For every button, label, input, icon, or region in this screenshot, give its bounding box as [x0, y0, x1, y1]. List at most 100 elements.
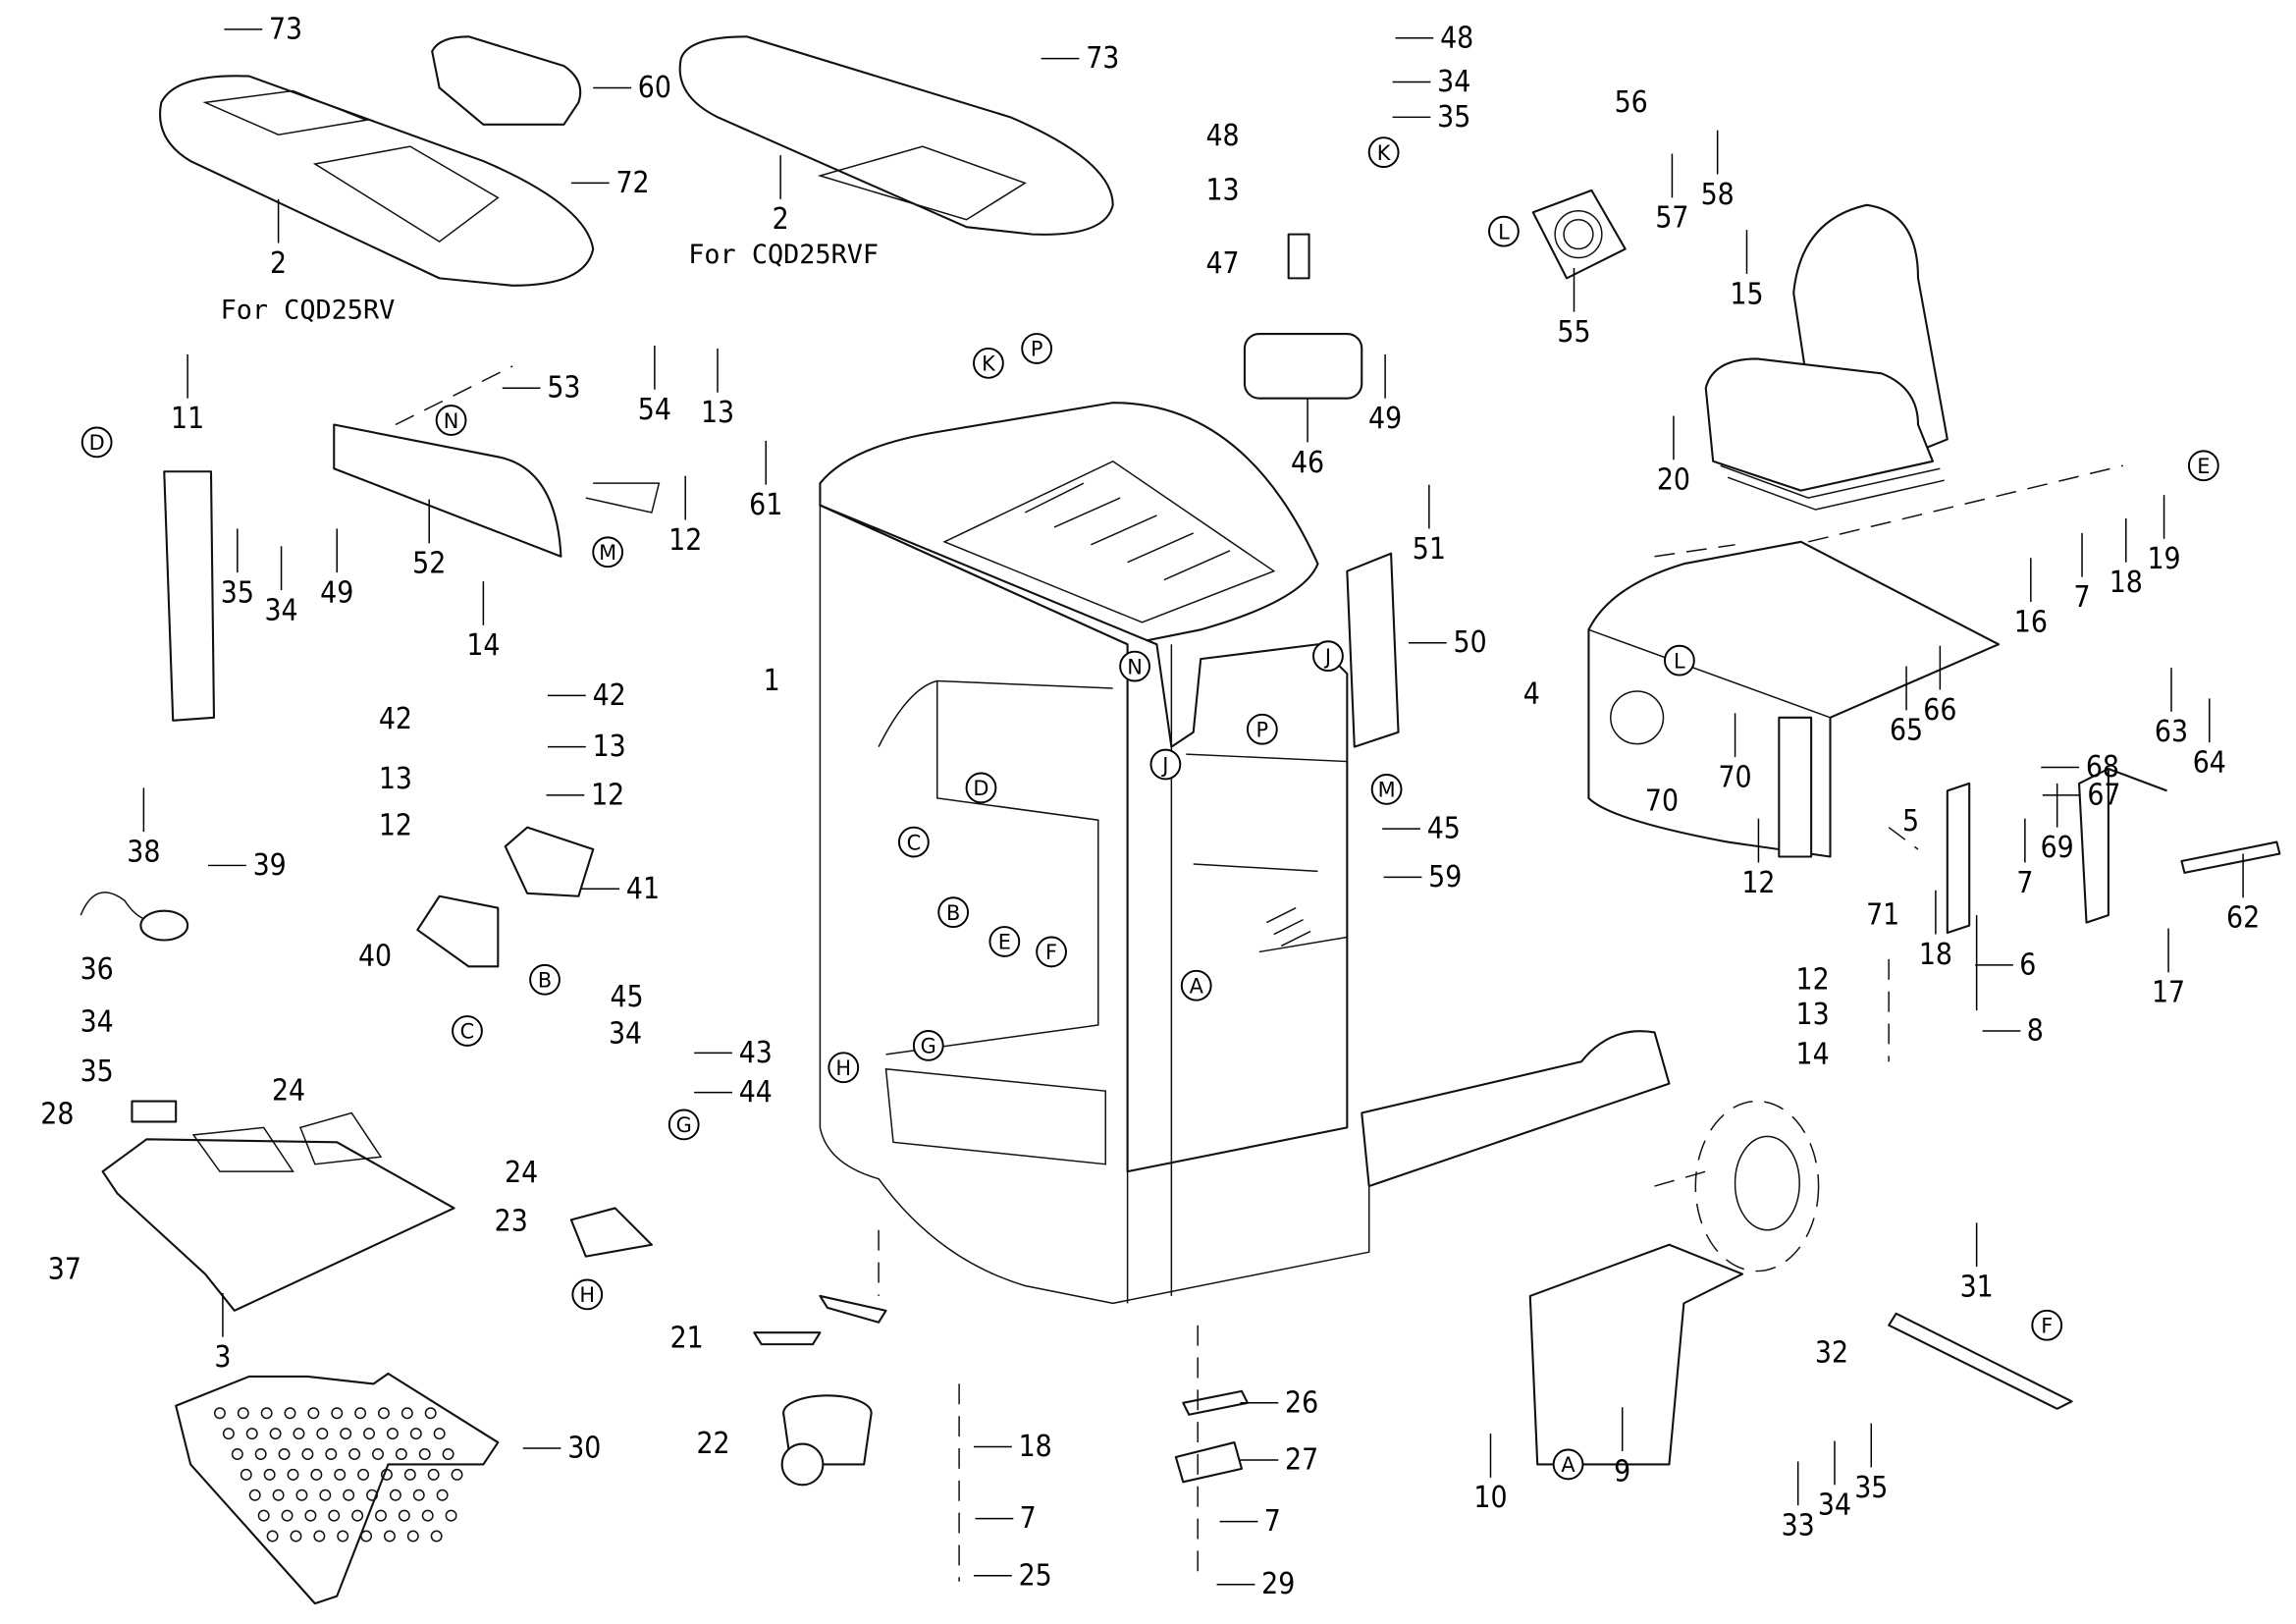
marker-circle: [937, 896, 970, 929]
part-number-label: 68: [2086, 750, 2119, 785]
marker-letter: N: [1127, 655, 1143, 678]
marker-circle: [1552, 1448, 1584, 1481]
part-number-label: 2: [270, 246, 287, 281]
mat-hole: [295, 1489, 308, 1501]
lower-cover: [1528, 1243, 1744, 1466]
marker-circle: [1312, 640, 1344, 673]
marker-circle: [1149, 748, 1182, 781]
part-number-label: 21: [670, 1322, 704, 1356]
mat-hole: [231, 1448, 243, 1460]
marker-letter: N: [444, 409, 459, 433]
marker-letter: B: [538, 969, 552, 993]
marker-letter: K: [982, 352, 996, 376]
marker-circle: [828, 1052, 860, 1084]
part-number-label: 24: [505, 1156, 538, 1190]
mat-hole: [380, 1468, 393, 1481]
mat-hole: [354, 1407, 367, 1420]
part-number-label: 37: [48, 1253, 81, 1287]
hinge-bracket: [1946, 782, 1971, 935]
part-number-label: 29: [1261, 1567, 1295, 1601]
part-number-label: 48: [1440, 21, 1473, 55]
reference-letter-marker: K: [973, 347, 1004, 379]
marker-circle: [1367, 136, 1400, 168]
switch-cable: [80, 892, 154, 921]
part-number-label: 55: [1557, 315, 1590, 350]
part-number-label: 14: [466, 628, 500, 663]
mat-hole: [213, 1407, 226, 1420]
reference-letter-marker: H: [571, 1278, 604, 1311]
marker-circle: [1488, 215, 1520, 247]
marker-letter: C: [460, 1020, 475, 1044]
reference-letter-marker: E: [988, 926, 1021, 957]
mat-hole: [222, 1428, 235, 1440]
marker-circle: [80, 426, 113, 459]
reference-letter-marker: E: [2187, 450, 2219, 482]
reference-letter-marker: P: [1246, 713, 1278, 745]
model-caption: For CQD25RVF: [688, 240, 879, 270]
mat-hole: [263, 1468, 276, 1481]
part-number-label: 34: [1818, 1489, 1851, 1523]
part-number-label: 48: [1206, 119, 1240, 153]
mat-hole: [427, 1468, 440, 1481]
model-caption: For CQD25RV: [221, 296, 396, 326]
marker-letter: L: [1674, 649, 1685, 673]
marker-circle: [973, 347, 1004, 379]
mat-hole: [418, 1448, 431, 1460]
reference-letter-marker: M: [592, 536, 624, 568]
marker-circle: [897, 826, 930, 858]
part-number-label: 67: [2087, 778, 2120, 812]
mat-hole: [389, 1489, 401, 1501]
part-number-label: 54: [638, 393, 671, 427]
part-number-label: 18: [1919, 938, 1952, 972]
part-number-label: 53: [547, 371, 580, 406]
top-cover-cqd25rv: [159, 75, 595, 287]
part-number-label: 8: [2027, 1013, 2044, 1048]
reference-letter-marker: J: [1312, 640, 1344, 673]
marker-letter: A: [1190, 974, 1204, 998]
mat-hole: [319, 1489, 332, 1501]
part-number-label: 13: [593, 730, 626, 764]
part-number-label: 25: [1019, 1558, 1052, 1593]
part-number-label: 6: [2019, 947, 2036, 982]
mat-hole: [272, 1489, 285, 1501]
bracket-bar: [1888, 1312, 2073, 1410]
marker-letter: E: [2197, 455, 2210, 478]
mat-hole: [442, 1448, 454, 1460]
part-number-label: 35: [1854, 1471, 1888, 1505]
part-number-label: 49: [1368, 402, 1402, 436]
mat-hole: [436, 1489, 449, 1501]
mat-hole: [290, 1530, 302, 1543]
reference-letter-marker: L: [1488, 215, 1520, 247]
battery-cover: [1587, 540, 2001, 858]
marker-letter: G: [676, 1113, 692, 1137]
part-number-label: 51: [1413, 532, 1446, 567]
mat-hole: [334, 1468, 347, 1481]
part-number-label: 35: [80, 1055, 114, 1089]
castor: [780, 1394, 873, 1487]
mat-hole: [395, 1448, 407, 1460]
part-number-label: 10: [1473, 1481, 1507, 1515]
accelerator-pedal: [416, 894, 500, 968]
mat-hole: [445, 1509, 457, 1522]
mat-hole: [325, 1448, 338, 1460]
marker-circle: [571, 1278, 604, 1311]
marker-letter: F: [1045, 941, 1057, 964]
mat-hole: [343, 1489, 355, 1501]
part-number-label: 49: [320, 576, 353, 611]
marker-circle: [435, 405, 467, 436]
mat-hole: [360, 1530, 373, 1543]
part-number-label: 20: [1657, 463, 1690, 498]
part-number-label: 65: [1890, 714, 1923, 748]
part-number-label: 34: [80, 1005, 114, 1040]
marker-letter: C: [907, 831, 922, 854]
mat-hole: [307, 1407, 320, 1420]
part-number-label: 42: [593, 678, 626, 713]
mat-hole: [340, 1428, 352, 1440]
marker-circle: [965, 772, 997, 804]
marker-letter: J: [1323, 645, 1331, 669]
part-number-label: 26: [1285, 1385, 1318, 1420]
marker-circle: [1180, 969, 1212, 1001]
part-number-label: 3: [214, 1340, 231, 1375]
